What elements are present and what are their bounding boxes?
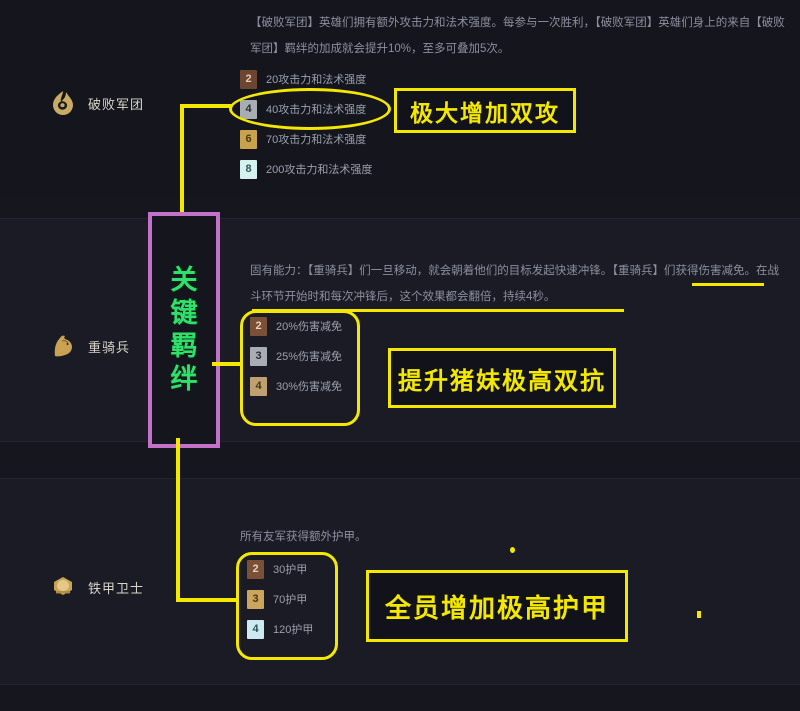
tier-badge-count: 3 bbox=[247, 589, 264, 609]
connector-line-bastion-v bbox=[176, 438, 180, 602]
tier-badge-count: 8 bbox=[240, 159, 257, 179]
callout-box-3: 全员增加极高护甲 bbox=[366, 570, 628, 642]
tier-list-cavalier: 2 20%伤害减免 3 25%伤害减免 4 30%伤害减免 bbox=[250, 315, 342, 405]
tier-badge-count: 4 bbox=[247, 619, 264, 639]
tier-row[interactable]: 4 30%伤害减免 bbox=[250, 375, 342, 397]
tier-effect-text: 30%伤害减免 bbox=[276, 381, 343, 393]
trait-name-ruined: 破败军团 bbox=[88, 96, 145, 112]
tier-badge-count: 2 bbox=[247, 559, 264, 579]
trait-section-cavalier bbox=[0, 218, 800, 442]
tier-row[interactable]: 3 70护甲 bbox=[247, 588, 313, 610]
tier-badge-count: 6 bbox=[240, 129, 257, 149]
tier-effect-text: 25%伤害减免 bbox=[276, 351, 343, 363]
tier-effect-text: 20%伤害减免 bbox=[276, 321, 343, 333]
tier-row[interactable]: 3 25%伤害减免 bbox=[250, 345, 342, 367]
trait-name-cavalier: 重骑兵 bbox=[88, 339, 131, 355]
tier-row[interactable]: 2 30护甲 bbox=[247, 558, 313, 580]
tier-badge-count: 4 bbox=[240, 99, 257, 119]
tier-badge-count: 2 bbox=[250, 316, 267, 336]
underline-mark-1 bbox=[692, 283, 764, 286]
tier-row[interactable]: 8 200攻击力和法术强度 bbox=[240, 158, 372, 180]
tier-effect-text: 70攻击力和法术强度 bbox=[266, 134, 367, 146]
trait-description-cavalier: 固有能力：【重骑兵】们一旦移动，就会朝着他们的目标发起快速冲锋。【重骑兵】们获得… bbox=[250, 265, 779, 303]
tier-badge-count: 2 bbox=[240, 69, 257, 89]
tier-row[interactable]: 4 120护甲 bbox=[247, 618, 313, 640]
key-trait-char: 关 bbox=[170, 265, 198, 296]
tier-list-bastion: 2 30护甲 3 70护甲 4 120护甲 bbox=[247, 558, 313, 648]
trait-header-ruined[interactable]: 破败军团 bbox=[48, 88, 144, 118]
horse-head-icon bbox=[48, 331, 78, 361]
tier-row[interactable]: 2 20攻击力和法术强度 bbox=[240, 68, 372, 90]
key-trait-char: 键 bbox=[170, 298, 198, 329]
tier-effect-text: 40攻击力和法术强度 bbox=[266, 104, 367, 116]
connector-line-ruined-v bbox=[180, 104, 184, 214]
callout-box-2: 提升猪妹极高双抗 bbox=[388, 348, 616, 408]
tier-list-ruined: 2 20攻击力和法术强度 4 40攻击力和法术强度 6 70攻击力和法术强度 8… bbox=[240, 68, 372, 188]
tier-badge-count: 3 bbox=[250, 346, 267, 366]
underline-mark-2 bbox=[252, 309, 624, 312]
key-trait-char: 绊 bbox=[170, 364, 198, 395]
trait-name-bastion: 铁甲卫士 bbox=[88, 580, 145, 596]
trait-description-ruined: 【破败军团】英雄们拥有额外攻击力和法术强度。每参与一次胜利，【破败军团】英雄们身… bbox=[250, 17, 785, 55]
trait-header-cavalier[interactable]: 重骑兵 bbox=[48, 331, 130, 361]
trait-description-bastion: 所有友军获得额外护甲。 bbox=[240, 531, 367, 543]
shield-crest-icon bbox=[48, 572, 78, 602]
tier-row[interactable]: 4 40攻击力和法术强度 bbox=[240, 98, 372, 120]
tier-effect-text: 30护甲 bbox=[273, 564, 308, 576]
connector-line-ruined-h bbox=[180, 104, 232, 108]
key-trait-box: 关 键 羁 绊 bbox=[148, 212, 220, 448]
connector-line-bastion-h bbox=[176, 598, 238, 602]
stray-marker-dot-1 bbox=[510, 547, 515, 553]
tier-effect-text: 20攻击力和法术强度 bbox=[266, 74, 367, 86]
tier-effect-text: 200攻击力和法术强度 bbox=[266, 164, 373, 176]
tier-row[interactable]: 2 20%伤害减免 bbox=[250, 315, 342, 337]
callout-box-1: 极大增加双攻 bbox=[394, 88, 576, 133]
tier-effect-text: 120护甲 bbox=[273, 624, 314, 636]
trait-header-bastion[interactable]: 铁甲卫士 bbox=[48, 572, 144, 602]
connector-line-cavalier-h bbox=[212, 362, 242, 366]
tier-row[interactable]: 6 70攻击力和法术强度 bbox=[240, 128, 372, 150]
tier-effect-text: 70护甲 bbox=[273, 594, 308, 606]
key-trait-char: 羁 bbox=[170, 331, 198, 362]
flame-swirl-icon bbox=[48, 88, 78, 118]
stray-marker-dot-2 bbox=[697, 611, 701, 618]
tier-badge-count: 4 bbox=[250, 376, 267, 396]
